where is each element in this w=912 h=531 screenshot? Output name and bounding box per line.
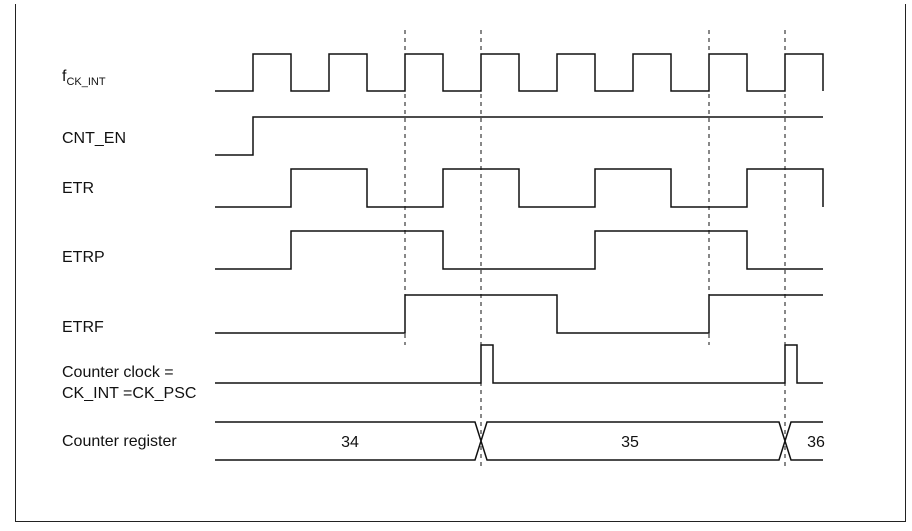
label-cnt-en: CNT_EN [62, 130, 126, 147]
label-counter-clock-line2: CK_INT =CK_PSC [62, 385, 196, 402]
label-etrf: ETRF [62, 319, 104, 336]
counter-value-35: 35 [621, 434, 639, 451]
counter-value-36: 36 [807, 434, 825, 451]
label-fck-int: fCK_INT [62, 68, 106, 88]
waveform-counter-clock [215, 344, 823, 384]
waveform-etrp [215, 230, 823, 270]
waveform-fck-int [215, 53, 824, 92]
waveform-etrf [215, 294, 823, 334]
counter-value-34: 34 [341, 434, 359, 451]
label-etrp: ETRP [62, 249, 105, 266]
label-counter-clock-line1: Counter clock = [62, 364, 174, 381]
label-etr: ETR [62, 180, 94, 197]
waveform-cnt-en [215, 116, 823, 156]
waveform-etr [215, 168, 824, 208]
waveform-counter-register [215, 421, 823, 461]
label-counter-register: Counter register [62, 433, 177, 450]
